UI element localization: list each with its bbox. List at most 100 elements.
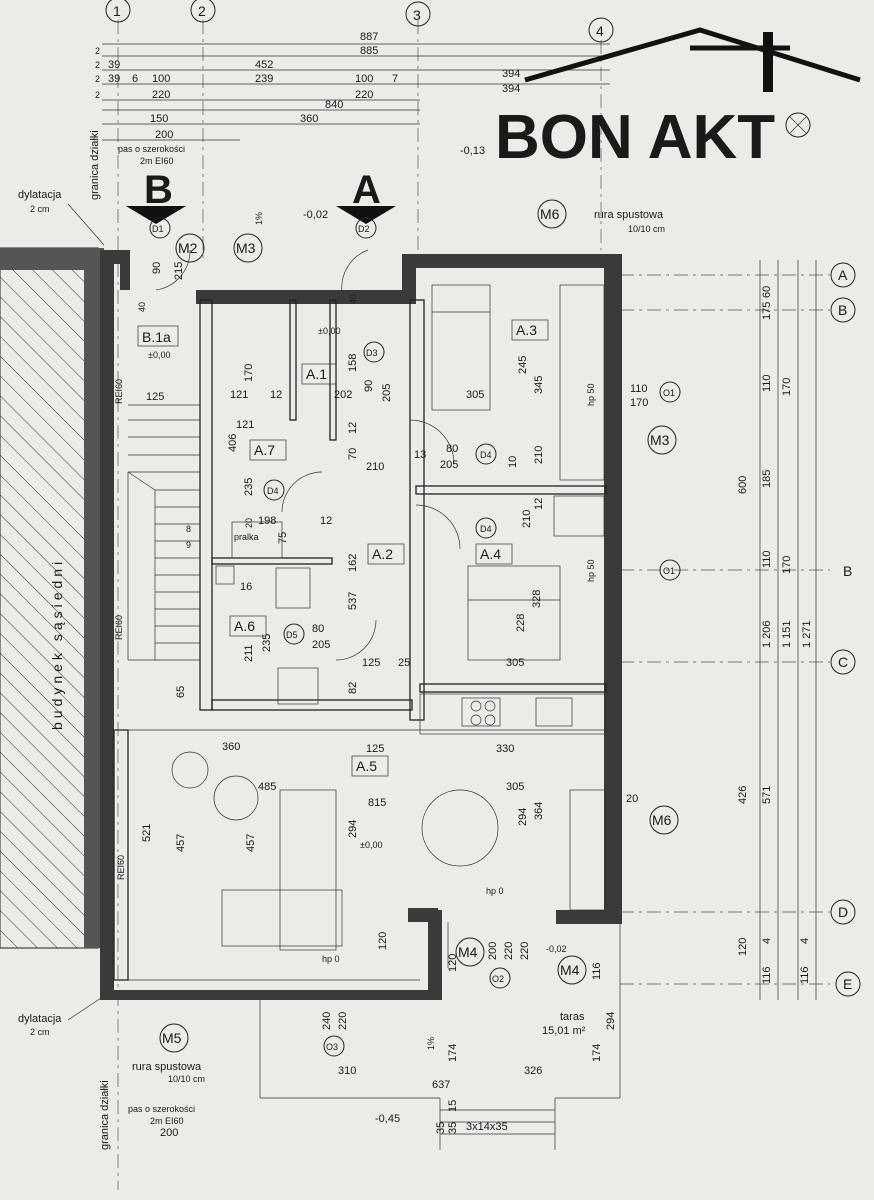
dim-label: 90 [363,380,375,392]
site-notes: granica działki granica działki pas o sz… [18,130,665,1150]
dim-label: 116 [591,962,603,980]
dim-label: 125 [366,743,384,755]
door-D1: D1 [152,224,164,234]
dim-7: 7 [392,73,398,85]
room-A1: A.1 [306,366,327,382]
dim-label: 537 [347,592,359,610]
pas-bot-1: pas o szerokości [128,1104,195,1114]
neighbour-building: budynek sąsiedni [0,247,104,949]
dim-label: 116 [799,966,811,984]
dim-label: 328 [531,590,543,608]
pralka: pralka [234,532,259,542]
axis-2: 2 [198,3,206,19]
material-markers: M2 M3 M3 M4 M4 M5 M6 M6 M6 [159,199,679,1053]
dim-label: 121 [236,419,254,431]
dim-label: 12 [347,422,359,434]
door-swings [155,249,461,661]
dylatacja-bot-size: 2 cm [30,1027,50,1037]
dim-label: 35 [447,1122,459,1134]
axis-3: 3 [413,7,421,23]
pas-top-1: pas o szerokości [118,144,185,154]
dim-label: 90 [151,262,163,274]
dim-label: 110 [630,383,648,395]
dim-2a: 2 [95,46,100,56]
dim-label: 210 [533,446,545,464]
dim-label: 305 [506,781,524,793]
section-marks: B A [126,168,396,224]
hp0-a: hp 0 [322,954,340,964]
dim-label: 205 [312,639,330,651]
axis-1: 1 [113,3,121,19]
interior-dimensions: 215 90 40 40 125 121 121 12 170 406 235 … [137,262,648,1134]
dim-label: 12 [533,498,545,510]
dim-label: 330 [496,743,514,755]
dim-label: 110 [761,550,773,568]
dim-label: 15 [447,1100,459,1112]
logo-text: BON AKT [495,103,775,172]
room-B1a: B.1a [142,329,171,345]
level-b1a: ±0,00 [148,350,170,360]
marker-M5: M5 [162,1030,182,1046]
dim-394a: 394 [502,68,520,80]
dim-label: 406 [227,434,239,452]
door-labels: D1 D2 D3 D4 D4 D4 D5 [149,217,497,645]
right-dimensions: 60 175 110 170 185 600 110 170 1 206 1 1… [737,260,817,1000]
dim-label: 305 [506,657,524,669]
dim-label: 20 [626,793,638,805]
door-D4-a: D4 [480,450,492,460]
axis-B-2: B [843,563,852,579]
dim-label: 75 [277,532,289,544]
dim-label: 245 [517,356,529,374]
axis-E: E [843,976,852,992]
dim-220a: 220 [152,89,170,101]
dim-label: 228 [515,614,527,632]
pas-bot-3: 200 [160,1127,178,1139]
dim-label: 220 [337,1012,349,1030]
dim-label: 12 [320,515,332,527]
dim-label: 426 [737,786,749,804]
dylatacja-top-size: 2 cm [30,204,50,214]
room-A6: A.6 [234,618,255,634]
marker-M4-a: M4 [458,944,478,960]
dim-label: 485 [258,781,276,793]
dim-label: 235 [261,634,273,652]
dim-label: 60 [761,286,773,298]
dim-label: 1 271 [801,620,813,648]
level-terrace: -0,02 [546,944,567,954]
staircase [127,404,200,661]
section-A: A [352,168,381,212]
dim-label: 200 [487,942,499,960]
top-dimensions: 887 885 39 452 394 39 6 100 239 100 7 39… [95,31,610,141]
dim-label: 120 [737,938,749,956]
rura-top-2: 10/10 cm [628,224,665,234]
dim-label: 162 [347,554,359,572]
dim-label: 121 [230,389,248,401]
dim-label: 310 [338,1065,356,1077]
door-D5: D5 [286,630,298,640]
dim-label: 80 [312,623,324,635]
dim-label: 170 [243,364,255,382]
dim-label: 326 [524,1065,542,1077]
room-A7: A.7 [254,442,275,458]
pas-top-2: 2m EI60 [140,156,174,166]
granica-top: granica działki [89,130,101,200]
section-B: B [144,168,173,212]
door-D4-b: D4 [267,486,279,496]
taras-area: 15,01 m² [542,1025,586,1037]
door-D3: D3 [366,348,378,358]
dim-885: 885 [360,45,378,57]
dim-label: 364 [533,802,545,820]
room-A3: A.3 [516,322,537,338]
rei60-a: REI60 [114,379,124,404]
dim-label: 40 [137,302,147,312]
dim-label: 10 [507,456,519,468]
dim-label: 521 [141,824,153,842]
marker-M6-b: M6 [652,812,672,828]
dim-label: 65 [175,686,187,698]
slope-top: 1% [254,212,264,225]
dim-label: 70 [347,448,359,460]
axis-A: A [838,267,848,283]
dim-label: 12 [270,389,282,401]
dim-label: 82 [347,682,359,694]
